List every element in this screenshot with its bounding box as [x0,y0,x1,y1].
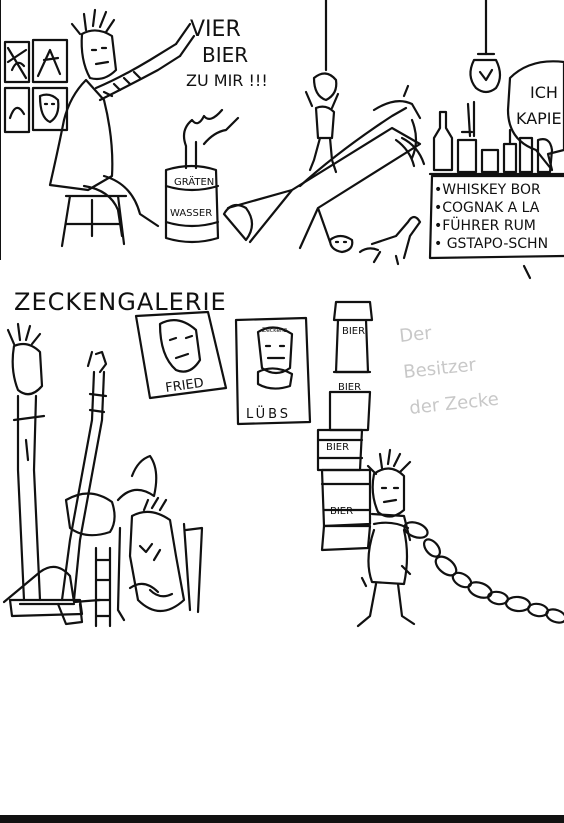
beer-stack [316,300,374,552]
poster-fried-label: FRIED [164,376,204,396]
beer-label-1: BIER [342,326,365,337]
panel-mark [522,264,532,280]
faint-note-2: Besitzer [402,354,477,383]
bottom-border [0,815,564,823]
barrel-label-2: WASSER [170,208,212,219]
chain [403,521,564,624]
menu-board [428,174,564,260]
shouting-punk [48,8,196,248]
ich-text-2: KAPIE [516,109,562,128]
ich-text-1: ICH [530,83,558,102]
faint-note-1: Der [398,323,433,347]
speech-bier: BIER [202,43,248,67]
gallery-title: ZECKENGALERIE [14,288,227,316]
poster-luebs-top: Zeckenz [262,327,287,334]
poster-luebs [234,316,312,426]
barrel [164,108,240,244]
deckchair-figure [222,84,426,250]
menu-item-2: •COGNAK A LA [434,200,540,216]
poster-fried [134,310,228,400]
poster-luebs-label: LÜBS [246,405,291,422]
menu-item-3: •FÜHRER RUM [434,216,536,234]
beer-label-4: BIER [330,506,353,517]
speech-vier: VIER [190,17,241,42]
wall-pictures [3,38,69,134]
hanging-figure [304,0,340,174]
chained-punk [356,448,416,628]
floor-critters [328,215,422,266]
menu-item-1: •WHISKEY BOR [434,182,541,198]
faint-note-3: der Zecke [408,389,499,419]
seated-group [2,454,204,628]
pole-punk [6,322,108,602]
speech-zu-mir: ZU MIR !!! [186,71,268,90]
beer-label-3: BIER [326,442,349,453]
beer-label-2: BIER [338,382,361,393]
bottle-shelf [428,100,564,176]
menu-item-4: • GSTAPO-SCHN [434,236,548,252]
light-bulb [469,0,502,94]
barrel-label-1: GRÄTEN [174,175,214,188]
